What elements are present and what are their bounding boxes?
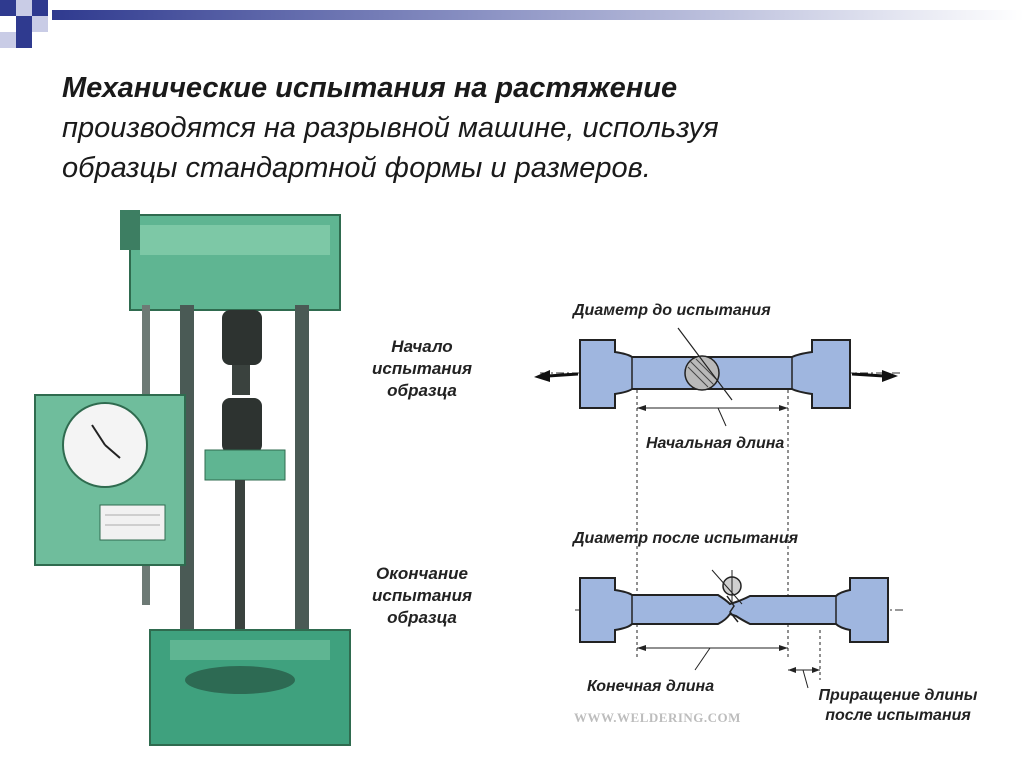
specimen-before [534, 327, 900, 660]
heading-line-2: производятся на разрывной машине, исполь… [62, 112, 719, 144]
label-test-start: Начало испытания образца [372, 337, 472, 400]
label-final-length: Конечная длина [587, 678, 715, 695]
slide-heading: Механические испытания на растяжение про… [62, 68, 942, 188]
label-elongation: Приращение длины после испытания [818, 687, 978, 724]
label-diameter-before: Диаметр до испытания [573, 302, 771, 319]
header-decoration [0, 0, 1024, 48]
specimen-after [575, 569, 905, 689]
tensile-machine-illustration [34, 210, 351, 746]
heading-line-3: образцы стандартной формы и размеров. [62, 152, 651, 184]
heading-bold: Механические испытания на растяжение [62, 72, 678, 104]
label-initial-length: Начальная длина [646, 435, 785, 452]
label-test-end: Окончание испытания образца [372, 564, 472, 627]
watermark: WWW.WELDERING.COM [574, 710, 741, 725]
label-diameter-after: Диаметр после испытания [573, 530, 799, 547]
specimen-diagram [534, 327, 905, 689]
